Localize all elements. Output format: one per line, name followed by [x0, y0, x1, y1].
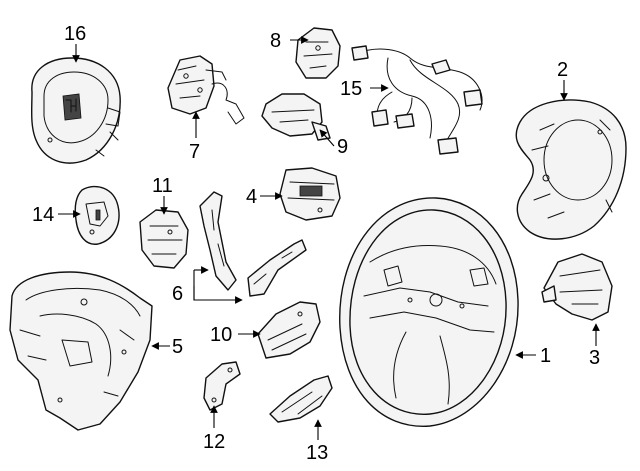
- label-7: 7: [189, 141, 200, 163]
- part-rear-cover: [515, 99, 627, 240]
- label-3: 3: [589, 347, 600, 369]
- label-13: 13: [306, 442, 328, 464]
- label-6: 6: [172, 283, 183, 305]
- part-bracket-6: [199, 191, 307, 297]
- label-9: 9: [337, 136, 348, 158]
- part-switch-9: [261, 93, 331, 141]
- part-trim-13: [269, 375, 333, 423]
- part-airbag-cover: [74, 185, 120, 245]
- label-16: 16: [64, 23, 86, 45]
- label-10: 10: [210, 324, 232, 346]
- part-bracket-12: [203, 361, 241, 411]
- label-8: 8: [270, 30, 281, 52]
- label-14: 14: [32, 204, 54, 226]
- part-column-cover: [9, 271, 153, 431]
- label-11: 11: [152, 175, 173, 197]
- callout-lines: [58, 36, 600, 440]
- part-airbag-module: [30, 57, 121, 164]
- part-wiring-harness: [351, 45, 483, 155]
- part-switch-10: [257, 301, 321, 359]
- part-switch-4: [279, 167, 341, 221]
- label-5: 5: [172, 336, 183, 358]
- label-15: 15: [340, 78, 362, 100]
- part-switch-11: [139, 209, 189, 269]
- part-trim-3: [541, 253, 613, 321]
- part-switch-assembly-7: [167, 55, 245, 125]
- label-1: 1: [540, 345, 551, 367]
- label-4: 4: [246, 186, 257, 208]
- label-12: 12: [203, 431, 225, 453]
- label-2: 2: [557, 59, 568, 81]
- part-switch-8: [295, 27, 341, 79]
- part-steering-wheel: [339, 197, 519, 427]
